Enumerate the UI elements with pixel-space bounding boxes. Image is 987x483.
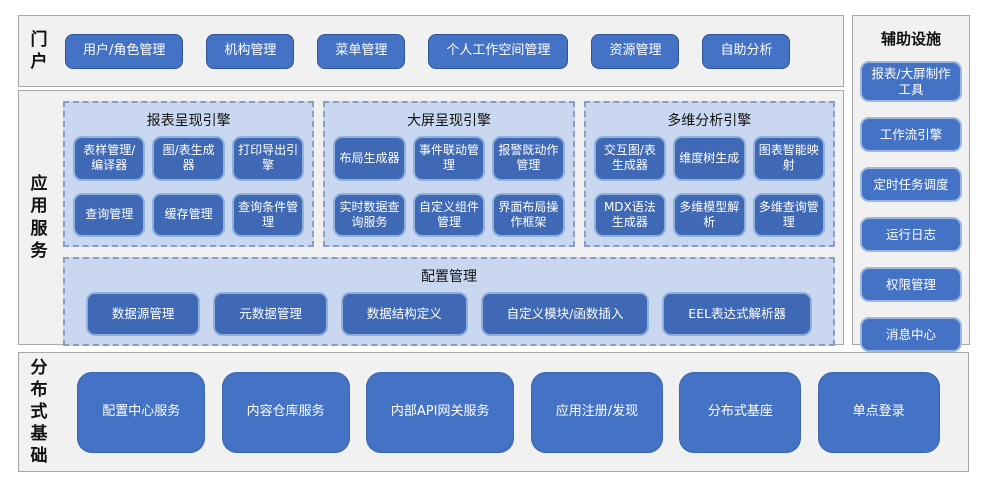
olap-engine-title: 多维分析引擎 (667, 113, 752, 129)
chart-table-generator-block: 图/表生成器 (152, 136, 225, 181)
dimension-tree-block: 维度树生成 (673, 136, 746, 181)
resource-mgmt-block: 资源管理 (591, 33, 680, 69)
olap-engine-group: 多维分析引擎 交互图/表生成器 维度树生成 图表智能映射 MDX语法生成器 多维… (583, 101, 835, 247)
report-engine-title: 报表呈现引擎 (146, 113, 231, 129)
org-mgmt-block: 机构管理 (206, 33, 295, 69)
report-engine-grid: 表样管理/编译器 图/表生成器 打印导出引擎 查询管理 缓存管理 查询条件管理 (73, 136, 305, 237)
alarm-action-mgmt-block: 报警既动作管理 (492, 136, 565, 181)
olap-engine-grid: 交互图/表生成器 维度树生成 图表智能映射 MDX语法生成器 多维模型解析 多维… (593, 136, 825, 237)
report-dashboard-tool-block: 报表/大屏制作工具 (860, 61, 962, 103)
permission-mgmt-block: 权限管理 (860, 267, 962, 303)
template-mgmt-compiler-block: 表样管理/编译器 (73, 136, 146, 181)
personal-workspace-mgmt-block: 个人工作空间管理 (428, 33, 569, 69)
auxiliary-button-column: 报表/大屏制作工具 工作流引擎 定时任务调度 运行日志 权限管理 消息中心 (860, 61, 962, 353)
realtime-data-query-block: 实时数据查询服务 (333, 192, 406, 237)
dashboard-engine-group: 大屏呈现引擎 布局生成器 事件联动管理 报警既动作管理 实时数据查询服务 自定义… (323, 101, 575, 247)
query-mgmt-block: 查询管理 (73, 192, 146, 237)
self-service-analysis-block: 自助分析 (702, 33, 791, 69)
message-center-block: 消息中心 (860, 317, 962, 353)
mdx-syntax-generator-block: MDX语法生成器 (593, 192, 667, 237)
app-services-section: 应用服务 报表呈现引擎 表样管理/编译器 图/表生成器 打印导出引擎 查询管理 … (18, 90, 844, 346)
data-structure-def-block: 数据结构定义 (340, 292, 468, 336)
config-center-service-block: 配置中心服务 (77, 371, 206, 453)
distributed-foundation-section: 分布式基础 配置中心服务 内容仓库服务 内部API网关服务 应用注册/发现 分布… (18, 352, 969, 472)
portal-label: 门户 (30, 29, 48, 72)
run-log-block: 运行日志 (860, 217, 962, 253)
interactive-chart-generator-block: 交互图/表生成器 (593, 136, 667, 181)
report-engine-group: 报表呈现引擎 表样管理/编译器 图/表生成器 打印导出引擎 查询管理 缓存管理 … (63, 101, 315, 247)
engine-row: 报表呈现引擎 表样管理/编译器 图/表生成器 打印导出引擎 查询管理 缓存管理 … (63, 101, 835, 247)
print-export-engine-block: 打印导出引擎 (231, 136, 305, 181)
app-services-content: 报表呈现引擎 表样管理/编译器 图/表生成器 打印导出引擎 查询管理 缓存管理 … (49, 91, 843, 346)
metadata-mgmt-block: 元数据管理 (213, 292, 328, 336)
app-services-label: 应用服务 (30, 174, 48, 261)
config-mgmt-group: 配置管理 数据源管理 元数据管理 数据结构定义 自定义模块/函数插入 EEL表达… (63, 257, 835, 346)
app-register-discovery-block: 应用注册/发现 (530, 371, 664, 453)
layout-generator-block: 布局生成器 (333, 136, 406, 181)
menu-mgmt-block: 菜单管理 (317, 33, 406, 69)
query-condition-mgmt-block: 查询条件管理 (231, 192, 305, 237)
portal-button-row: 用户/角色管理 机构管理 菜单管理 个人工作空间管理 资源管理 自助分析 (65, 33, 791, 69)
dashboard-engine-title: 大屏呈现引擎 (406, 113, 491, 129)
internal-api-gateway-block: 内部API网关服务 (365, 371, 515, 453)
content-repo-service-block: 内容仓库服务 (221, 371, 350, 453)
config-mgmt-title: 配置管理 (421, 269, 477, 285)
scheduled-task-block: 定时任务调度 (860, 167, 962, 203)
distributed-foundation-label: 分布式基础 (30, 357, 48, 467)
eel-expression-parser-block: EEL表达式解析器 (662, 292, 813, 336)
chart-smart-mapping-block: 图表智能映射 (752, 136, 825, 181)
multidim-query-mgmt-block: 多维查询管理 (752, 192, 825, 237)
cache-mgmt-block: 缓存管理 (152, 192, 225, 237)
distributed-base-block: 分布式基座 (679, 371, 802, 453)
portal-section: 门户 用户/角色管理 机构管理 菜单管理 个人工作空间管理 资源管理 自助分析 (18, 15, 844, 87)
custom-module-function-block: 自定义模块/函数插入 (480, 292, 650, 336)
ui-layout-framework-block: 界面布局操作框架 (492, 192, 565, 237)
multidim-model-parse-block: 多维模型解析 (673, 192, 746, 237)
workflow-engine-block: 工作流引擎 (860, 117, 962, 153)
custom-component-mgmt-block: 自定义组件管理 (412, 192, 486, 237)
sso-block: 单点登录 (817, 371, 940, 453)
config-mgmt-row: 数据源管理 元数据管理 数据结构定义 自定义模块/函数插入 EEL表达式解析器 (73, 292, 825, 336)
distributed-button-row: 配置中心服务 内容仓库服务 内部API网关服务 应用注册/发现 分布式基座 单点… (49, 371, 968, 453)
user-role-mgmt-block: 用户/角色管理 (65, 33, 184, 69)
event-linkage-mgmt-block: 事件联动管理 (412, 136, 486, 181)
dashboard-engine-grid: 布局生成器 事件联动管理 报警既动作管理 实时数据查询服务 自定义组件管理 界面… (333, 136, 565, 237)
auxiliary-facilities-title: 辅助设施 (880, 30, 941, 48)
datasource-mgmt-block: 数据源管理 (85, 292, 201, 336)
auxiliary-facilities-section: 辅助设施 报表/大屏制作工具 工作流引擎 定时任务调度 运行日志 权限管理 消息… (852, 15, 970, 353)
